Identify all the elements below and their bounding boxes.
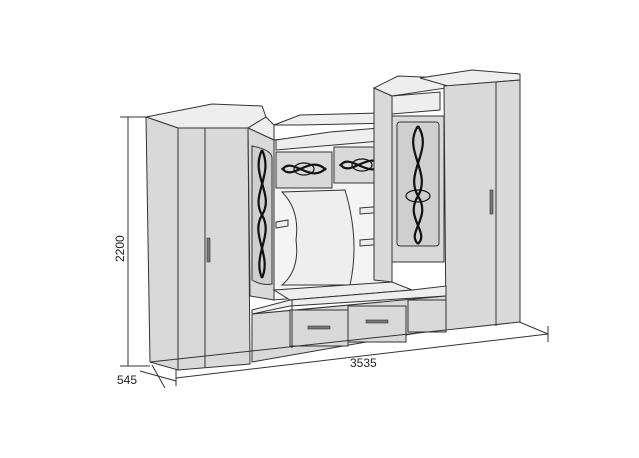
width-dimension: 3535	[175, 320, 549, 386]
right-glass-cabinet	[372, 75, 447, 283]
left-wardrobe	[144, 103, 275, 371]
drawer-right-handle	[365, 319, 389, 324]
width-label: 3535	[350, 356, 377, 370]
height-label: 2200	[113, 235, 127, 262]
drawer-base	[149, 285, 447, 363]
left-wardrobe-handle	[206, 237, 211, 263]
right-wardrobe	[419, 69, 521, 331]
right-ornament	[405, 125, 431, 245]
depth-label: 545	[117, 373, 137, 387]
left-ornament	[257, 149, 267, 279]
left-glass-cabinet	[247, 127, 275, 301]
right-wardrobe-handle	[489, 189, 494, 215]
depth-dimension: 545	[117, 364, 177, 389]
center-left-ornament	[281, 162, 327, 176]
height-dimension: 2200	[113, 116, 150, 367]
drawer-left-handle	[307, 325, 331, 330]
